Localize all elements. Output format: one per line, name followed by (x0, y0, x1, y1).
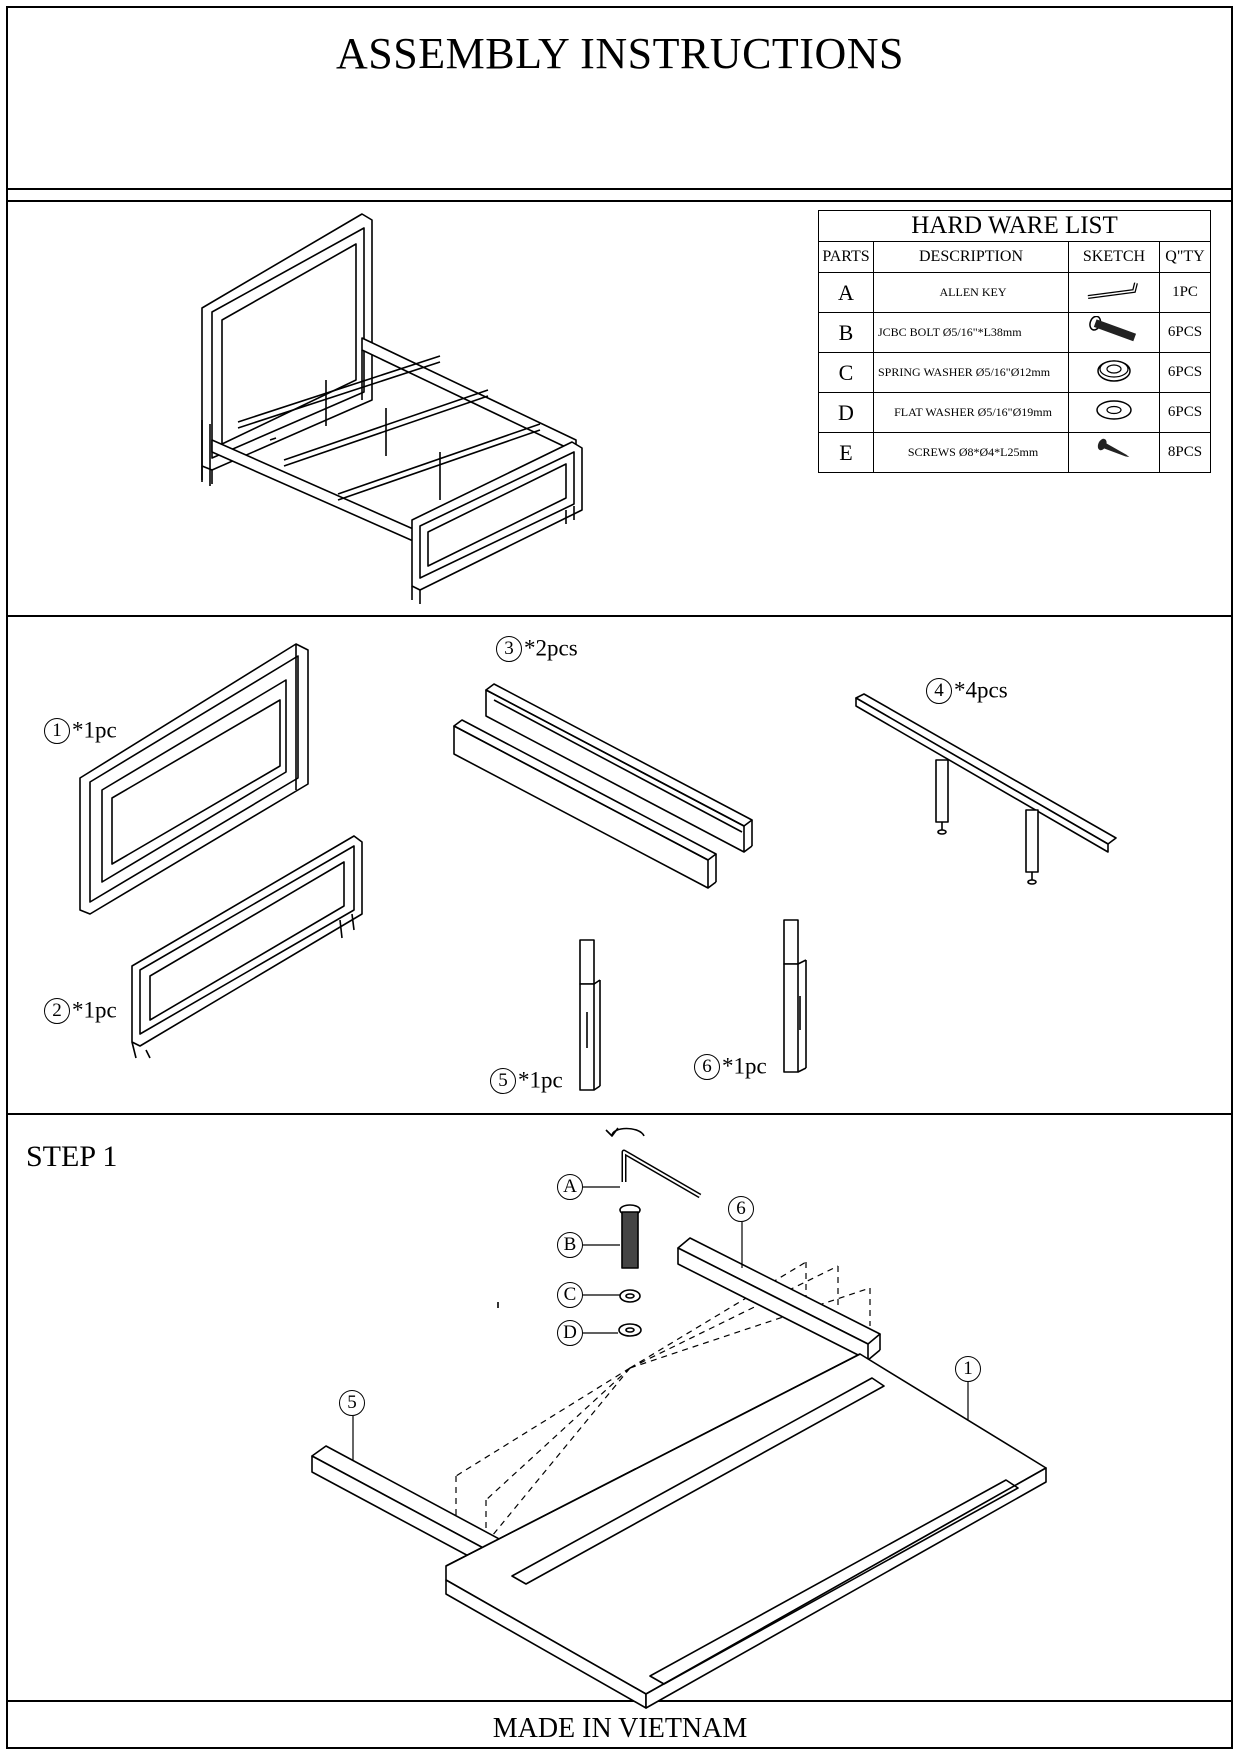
part-label-4: 4*4pcs (926, 676, 1008, 704)
divider-footer (6, 1700, 1233, 1702)
part-label-5: 5*1pc (490, 1066, 563, 1094)
part-number: 6 (694, 1053, 720, 1080)
divider-header (6, 188, 1233, 190)
divider-overview (6, 615, 1233, 617)
part-1-headboard-illustration (79, 643, 309, 915)
divider-parts (6, 1113, 1233, 1115)
part-number: 4 (926, 677, 952, 704)
footer-text: MADE IN VIETNAM (492, 1713, 748, 1744)
part-description: ALLEN KEY (873, 272, 1069, 313)
part-label-2: 2*1pc (44, 996, 117, 1024)
part-description: SCREWS Ø8*Ø4*L25mm (873, 432, 1069, 473)
callout-part-6: 6 (728, 1196, 754, 1222)
flat-washer-icon (1068, 392, 1160, 433)
column-header-qty: Q"TY (1159, 241, 1211, 273)
part-qty: 1PC (1159, 272, 1211, 313)
divider-header-2 (6, 200, 1233, 202)
callout-d: D (557, 1320, 583, 1346)
part-qty: *4pcs (954, 677, 1008, 703)
part-qty: *1pc (722, 1053, 767, 1079)
step-1-label: STEP 1 (26, 1140, 118, 1173)
spring-washer-icon (1068, 352, 1160, 393)
hardware-list-table: HARD WARE LIST PARTS DESCRIPTION SKETCH … (818, 210, 1211, 473)
allen-key-icon (1068, 272, 1160, 313)
callout-b: B (557, 1232, 583, 1258)
part-label-1: 1*1pc (44, 716, 117, 744)
part-description: FLAT WASHER Ø5/16"Ø19mm (873, 392, 1069, 433)
part-qty: *1pc (518, 1067, 563, 1093)
part-qty: *2pcs (524, 635, 578, 661)
part-description: JCBC BOLT Ø5/16"*L38mm (873, 312, 1069, 353)
table-row: D FLAT WASHER Ø5/16"Ø19mm 6PCS (818, 392, 1211, 433)
part-number: 1 (44, 717, 70, 744)
part-label-3: 3*2pcs (496, 634, 578, 662)
part-3-side-rail-illustration (453, 683, 753, 889)
callout-part-1: 1 (955, 1356, 981, 1382)
part-qty: 8PCS (1159, 432, 1211, 473)
part-qty: *1pc (72, 717, 117, 743)
part-qty: 6PCS (1159, 312, 1211, 353)
step1-illustration (311, 1127, 1047, 1709)
table-row: E SCREWS Ø8*Ø4*L25mm 8PCS (818, 432, 1211, 473)
part-number: 2 (44, 997, 70, 1024)
part-5-center-rail-illustration (579, 939, 601, 1091)
assembled-bed-illustration (201, 213, 583, 604)
callout-a: A (557, 1174, 583, 1200)
part-number: 5 (490, 1067, 516, 1094)
part-4-slat-illustration (855, 693, 1117, 885)
part-number: 3 (496, 635, 522, 662)
page-title: ASSEMBLY INSTRUCTIONS (336, 29, 904, 78)
part-qty: 6PCS (1159, 392, 1211, 433)
part-letter: B (818, 312, 874, 353)
part-qty: *1pc (72, 997, 117, 1023)
part-label-6: 6*1pc (694, 1052, 767, 1080)
part-letter: D (818, 392, 874, 433)
part-letter: E (818, 432, 874, 473)
hardware-list-title: HARD WARE LIST (818, 210, 1211, 242)
page-frame (6, 6, 1233, 1749)
screw-icon (1068, 432, 1160, 473)
table-row: A ALLEN KEY 1PC (818, 272, 1211, 313)
callout-c: C (557, 1282, 583, 1308)
part-6-center-rail-illustration (783, 919, 807, 1073)
part-qty: 6PCS (1159, 352, 1211, 393)
part-2-footboard-illustration (131, 835, 363, 1059)
callout-part-5: 5 (339, 1390, 365, 1416)
